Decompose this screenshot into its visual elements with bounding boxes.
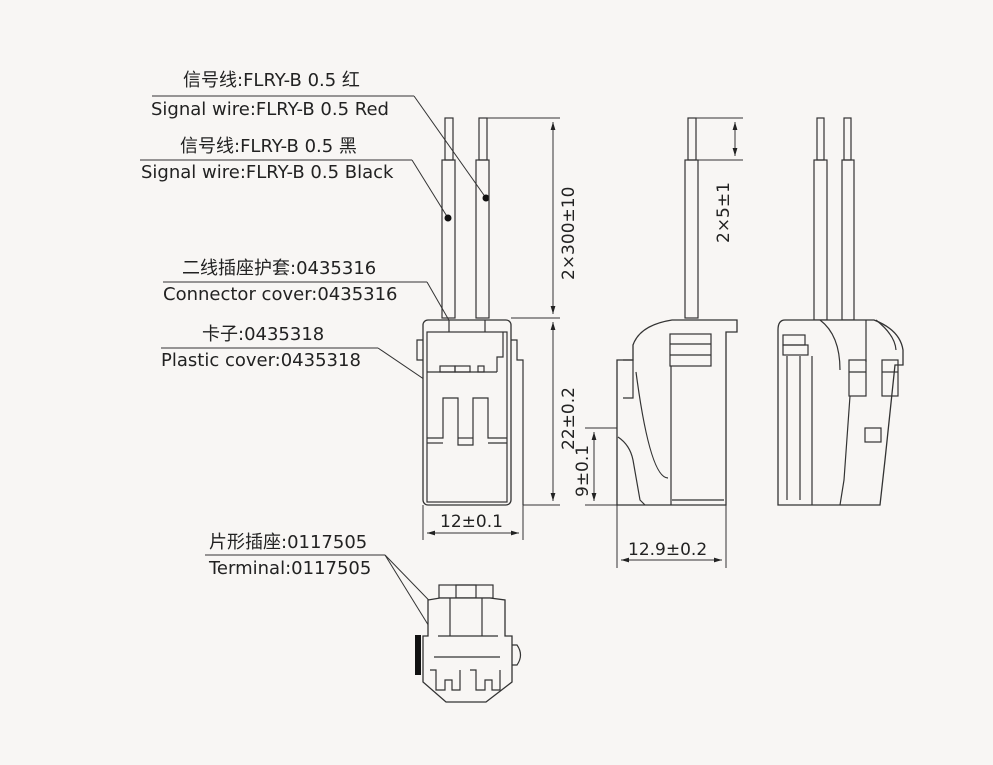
dim-wire-length: 2×300±10	[487, 117, 579, 319]
back-view	[777, 117, 904, 506]
wire-strip-red	[478, 117, 488, 161]
dim-height: 22±0.2	[523, 322, 579, 506]
leader-signal-black	[140, 159, 452, 222]
leader-plastic-cover	[161, 347, 444, 394]
callout-signal-black-cn: 信号线:FLRY-B 0.5 黑	[180, 136, 357, 157]
leader-signal-red	[152, 95, 490, 202]
dim-width: 12±0.1	[422, 505, 524, 540]
dim-latch-height-text: 9±0.1	[573, 445, 593, 497]
wire-black	[441, 159, 456, 319]
dim-width-text: 12±0.1	[440, 512, 503, 532]
callout-plastic-cover-en: Plastic cover:0435318	[161, 350, 361, 371]
dim-strip-length-text: 2×5±1	[714, 182, 734, 243]
dim-strip-length: 2×5±1	[696, 117, 743, 243]
dim-wire-length-text: 2×300±10	[559, 187, 579, 280]
dim-depth-text: 12.9±0.2	[628, 540, 707, 560]
callout-signal-red-cn: 信号线:FLRY-B 0.5 红	[183, 70, 360, 91]
end-view	[415, 584, 522, 703]
leader-connector-cover	[163, 281, 466, 347]
wire-strip-black	[444, 117, 454, 161]
side-view	[616, 117, 738, 506]
dim-latch-height: 9±0.1	[573, 427, 617, 506]
dim-depth: 12.9±0.2	[616, 505, 727, 568]
callout-plastic-cover-cn: 卡子:0435318	[202, 324, 325, 345]
callout-connector-cover-en: Connector cover:0435316	[163, 284, 398, 305]
callout-terminal-en: Terminal:0117505	[209, 558, 372, 579]
dim-height-text: 22±0.2	[559, 387, 579, 450]
callout-signal-black-en: Signal wire:FLRY-B 0.5 Black	[141, 162, 394, 183]
callout-signal-red-en: Signal wire:FLRY-B 0.5 Red	[151, 99, 389, 120]
front-view	[416, 117, 524, 506]
callout-terminal-cn: 片形插座:0117505	[209, 532, 368, 553]
callout-connector-cover-cn: 二线插座护套:0435316	[182, 258, 377, 279]
wire-red	[475, 159, 490, 319]
